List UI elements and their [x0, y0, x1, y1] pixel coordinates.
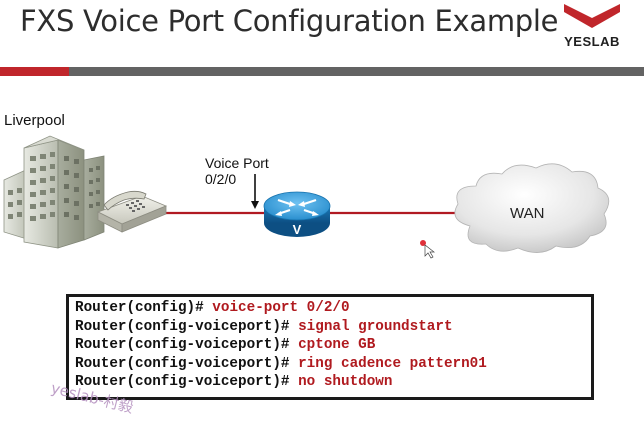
cli-line: Router(config-voiceport)# cptone GB — [75, 336, 591, 355]
logo-text: YESLAB — [564, 34, 620, 49]
cli-command: cptone GB — [298, 337, 376, 354]
cli-command: no shutdown — [298, 374, 393, 391]
cli-line: Router(config)# voice-port 0/2/0 — [75, 299, 591, 318]
cli-prompt: Router(config-voiceport)# — [75, 337, 290, 354]
cli-command: signal groundstart — [298, 318, 453, 335]
logo-mark-icon — [564, 4, 620, 28]
cli-config-box: Router(config)# voice-port 0/2/0 Router(… — [66, 294, 594, 400]
cli-command: ring cadence pattern01 — [298, 355, 487, 372]
title-divider-accent — [0, 67, 69, 76]
telephone-icon — [96, 190, 168, 233]
building-icon — [3, 135, 105, 249]
site-label-liverpool: Liverpool — [4, 112, 65, 129]
cli-prompt: Router(config-voiceport)# — [75, 355, 290, 372]
cli-prompt: Router(config-voiceport)# — [75, 318, 290, 335]
voice-port-id: 0/2/0 — [205, 171, 237, 187]
voice-port-label: Voice Port 0/2/0 — [205, 155, 269, 187]
arrow-down-icon — [251, 174, 259, 209]
yeslab-logo: YESLAB — [552, 0, 632, 58]
cli-command: voice-port 0/2/0 — [212, 300, 350, 316]
slide-title: FXS Voice Port Configuration Example — [20, 4, 559, 38]
cli-prompt: Router(config)# — [75, 300, 204, 316]
router-icon: V — [263, 191, 331, 237]
cloud-icon — [454, 163, 610, 253]
cli-line: Router(config-voiceport)# signal grounds… — [75, 318, 591, 337]
title-divider-bar — [0, 67, 644, 76]
network-diagram: V — [3, 135, 610, 259]
voice-port-title: Voice Port — [205, 155, 269, 171]
cli-line: Router(config-voiceport)# no shutdown — [75, 373, 591, 392]
cli-prompt: Router(config-voiceport)# — [75, 374, 290, 391]
svg-text:V: V — [293, 222, 302, 237]
wan-label: WAN — [510, 205, 545, 222]
cursor-icon — [420, 240, 436, 259]
cli-line: Router(config-voiceport)# ring cadence p… — [75, 355, 591, 374]
